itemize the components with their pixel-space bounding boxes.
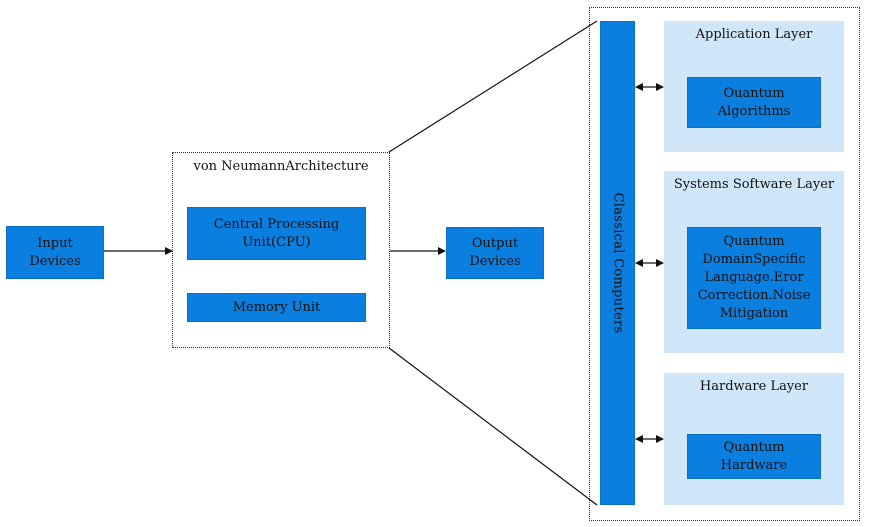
quantum-dsl-line5: Mitigation [719,306,789,321]
cpu-box: Central Processing Unit(CPU) [187,207,366,260]
zoom-line-bottom [388,347,598,506]
classical-computers-bar: Classical Computers [600,21,635,505]
output-devices-line1: Output [471,236,519,251]
quantum-dsl-line1: Quantum [723,234,785,249]
cpu-line1: Central Processing [213,216,340,232]
quantum-algorithms-line2: Algorithms [717,103,791,119]
application-layer-title: Application Layer [695,27,813,42]
output-devices-line2: Devices [469,254,521,269]
memory-unit-label: Memory Unit [232,299,321,315]
zoom-line-top [388,20,598,153]
memory-unit-box: Memory Unit [187,293,366,322]
quantum-hardware-line1: Quantum [723,439,785,455]
input-devices-line2: Devices [29,253,81,269]
quantum-hardware-line2: Hardware [720,457,788,473]
quantum-dsl-box: Quantum DomainSpecific Language.Eror Cor… [687,227,821,329]
quantum-stack-frame [589,7,860,521]
von-neumann-group: von NeumannArchitecture [172,152,390,348]
cpu-line2: Unit(CPU) [242,234,311,250]
quantum-dsl-line3: Language.Eror [704,270,804,285]
classical-computers-label: Classical Computers [610,192,625,334]
input-devices-line1: Input [37,235,73,251]
quantum-algorithms-line1: Ouantum [723,85,785,101]
quantum-hardware-box: Quantum Hardware [687,434,821,479]
quantum-dsl-line4: Correction.Noise [697,288,811,303]
systems-software-layer-title: Systems Software Layer [673,177,835,192]
input-devices-box: Input Devices [6,226,104,279]
hardware-layer-title: Hardware Layer [699,379,809,394]
von-neumann-title: von NeumannArchitecture [193,159,369,174]
quantum-dsl-line2: DomainSpecific [702,252,806,267]
quantum-algorithms-box: Ouantum Algorithms [687,77,821,128]
output-devices-box: Output Devices [446,227,544,279]
